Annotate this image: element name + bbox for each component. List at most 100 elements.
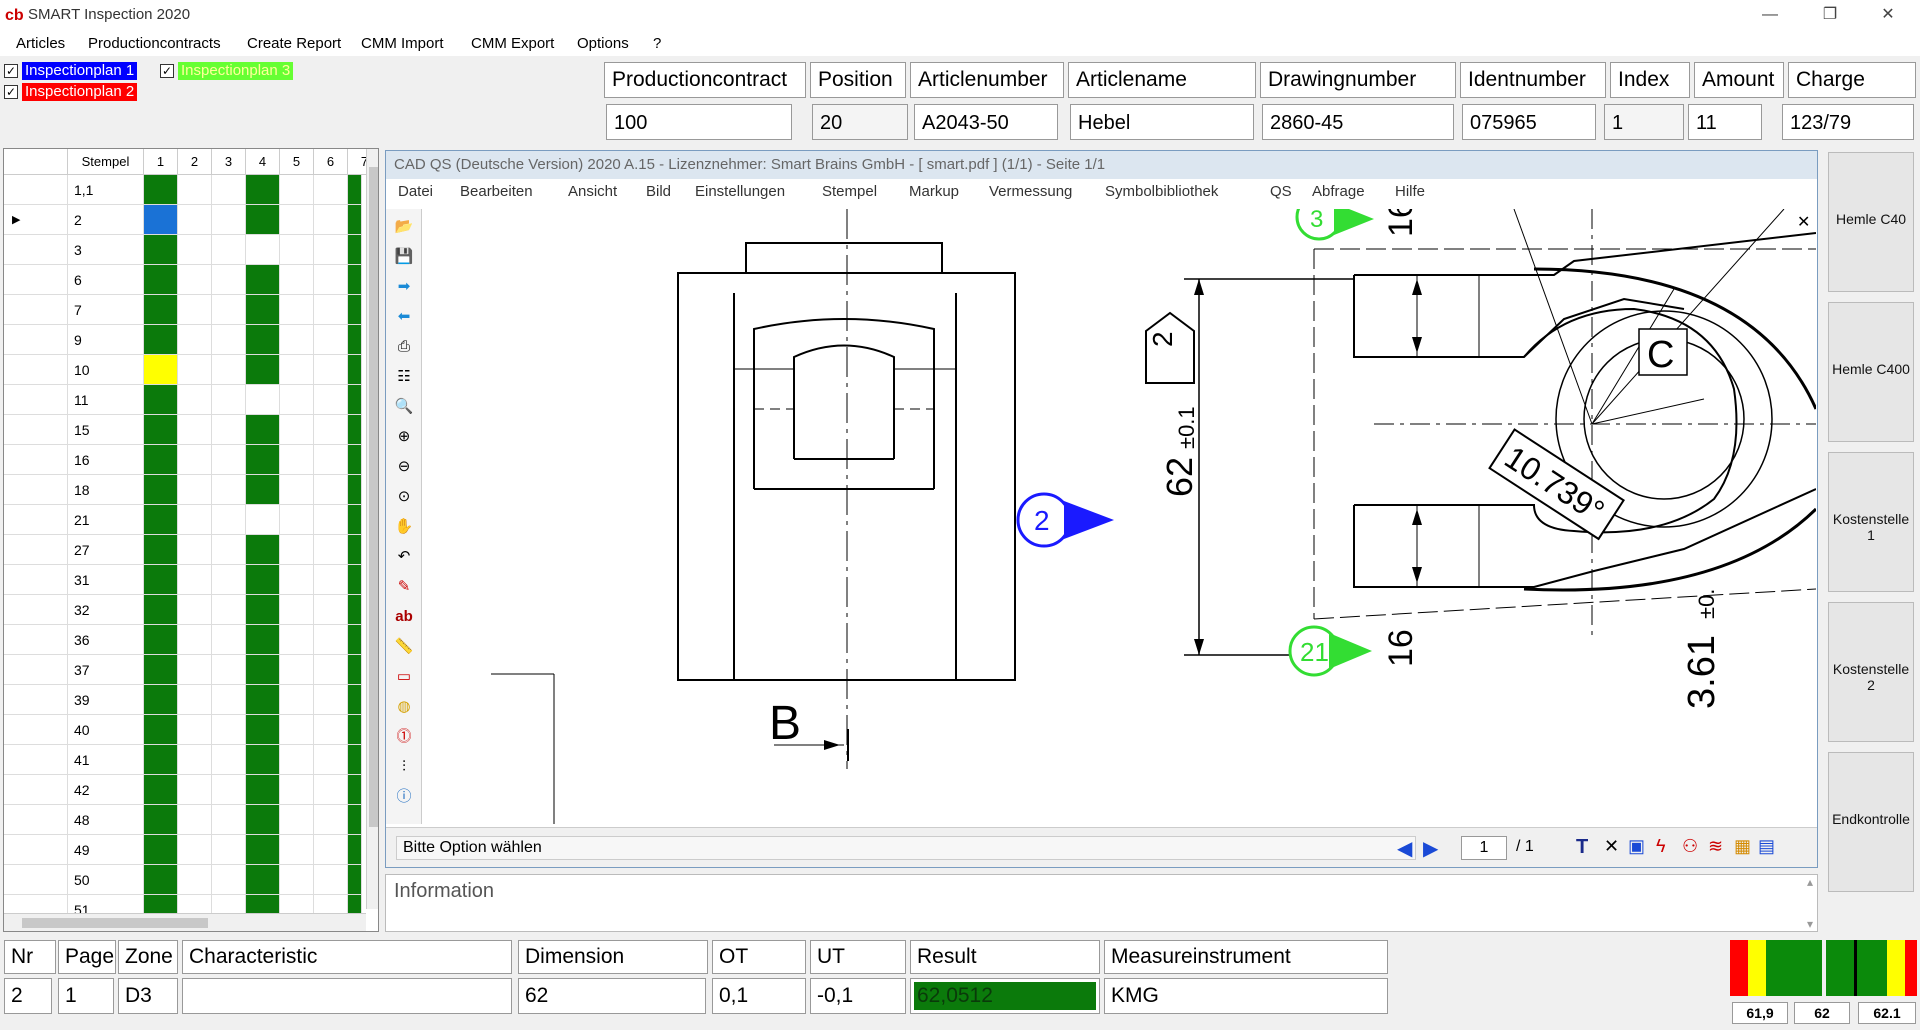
status-cell[interactable] bbox=[178, 715, 212, 745]
zone-field[interactable]: D3 bbox=[118, 978, 178, 1014]
undo-icon[interactable]: ↶ bbox=[397, 548, 411, 565]
status-cell[interactable] bbox=[348, 715, 362, 745]
status-cell[interactable] bbox=[212, 685, 246, 715]
status-cell[interactable] bbox=[348, 685, 362, 715]
status-cell[interactable] bbox=[246, 325, 280, 355]
status-cell[interactable] bbox=[178, 775, 212, 805]
status-cell[interactable] bbox=[144, 175, 178, 205]
status-cell[interactable] bbox=[178, 385, 212, 415]
plan-3[interactable]: ✓ Inspectionplan 3 bbox=[160, 62, 294, 80]
status-cell[interactable] bbox=[144, 505, 178, 535]
status-cell[interactable] bbox=[178, 205, 212, 235]
checkbox-icon[interactable]: ✓ bbox=[4, 64, 18, 78]
row-selector[interactable] bbox=[4, 535, 68, 565]
status-cell[interactable] bbox=[314, 385, 348, 415]
grid-header-3[interactable]: 3 bbox=[212, 149, 246, 175]
charge-field[interactable]: 123/79 bbox=[1782, 104, 1914, 140]
zoom-in-icon[interactable]: ⊕ bbox=[397, 428, 411, 445]
status-cell[interactable] bbox=[178, 475, 212, 505]
menu-options[interactable]: Options bbox=[577, 35, 629, 52]
status-cell[interactable] bbox=[212, 265, 246, 295]
status-cell[interactable] bbox=[280, 835, 314, 865]
status-cell[interactable] bbox=[178, 295, 212, 325]
row-selector[interactable] bbox=[4, 625, 68, 655]
minimize-button[interactable]: — bbox=[1762, 6, 1778, 23]
balloon-link-icon[interactable]: ⚇ bbox=[1682, 836, 1699, 856]
balloon-2[interactable]: 2 bbox=[1016, 492, 1114, 548]
status-cell[interactable] bbox=[280, 325, 314, 355]
checkbox-icon[interactable]: ✓ bbox=[4, 85, 18, 99]
measureinstrument-field[interactable]: KMG bbox=[1104, 978, 1388, 1014]
status-cell[interactable] bbox=[314, 625, 348, 655]
status-cell[interactable] bbox=[178, 235, 212, 265]
status-cell[interactable] bbox=[212, 415, 246, 445]
row-selector[interactable] bbox=[4, 295, 68, 325]
nr-field[interactable]: 2 bbox=[4, 978, 52, 1014]
status-cell[interactable] bbox=[314, 715, 348, 745]
row-selector[interactable] bbox=[4, 475, 68, 505]
status-cell[interactable] bbox=[144, 355, 178, 385]
information-panel[interactable]: Information ▴ ▾ bbox=[385, 874, 1818, 932]
status-cell[interactable] bbox=[280, 595, 314, 625]
status-cell[interactable] bbox=[178, 355, 212, 385]
zoom-icon[interactable]: 🔍 bbox=[394, 398, 414, 415]
status-cell[interactable] bbox=[348, 475, 362, 505]
grid-row[interactable]: 27 bbox=[4, 535, 364, 565]
characteristic-field[interactable] bbox=[182, 978, 512, 1014]
row-selector[interactable] bbox=[4, 805, 68, 835]
status-cell[interactable] bbox=[212, 715, 246, 745]
status-cell[interactable] bbox=[280, 625, 314, 655]
status-cell[interactable] bbox=[348, 235, 362, 265]
status-cell[interactable] bbox=[178, 685, 212, 715]
status-cell[interactable] bbox=[314, 235, 348, 265]
status-cell[interactable] bbox=[280, 355, 314, 385]
palette-icon[interactable]: ▦ bbox=[1734, 836, 1752, 856]
status-cell[interactable] bbox=[246, 415, 280, 445]
status-cell[interactable] bbox=[246, 625, 280, 655]
cad-menu-einstellungen[interactable]: Einstellungen bbox=[695, 183, 786, 200]
status-cell[interactable] bbox=[314, 535, 348, 565]
grid-row[interactable]: 40 bbox=[4, 715, 364, 745]
status-cell[interactable] bbox=[348, 355, 362, 385]
cad-menu-ansicht[interactable]: Ansicht bbox=[568, 183, 618, 200]
grid-header-1[interactable]: 1 bbox=[144, 149, 178, 175]
status-cell[interactable] bbox=[178, 445, 212, 475]
page-input[interactable]: 1 bbox=[1461, 836, 1507, 860]
status-cell[interactable] bbox=[144, 385, 178, 415]
status-cell[interactable] bbox=[144, 415, 178, 445]
menu-help[interactable]: ? bbox=[653, 35, 662, 52]
status-cell[interactable] bbox=[348, 565, 362, 595]
status-cell[interactable] bbox=[246, 715, 280, 745]
status-cell[interactable] bbox=[314, 355, 348, 385]
status-cell[interactable] bbox=[144, 565, 178, 595]
status-cell[interactable] bbox=[178, 565, 212, 595]
amount-field[interactable]: 11 bbox=[1688, 104, 1762, 140]
status-cell[interactable] bbox=[212, 775, 246, 805]
status-cell[interactable] bbox=[246, 205, 280, 235]
status-cell[interactable] bbox=[212, 475, 246, 505]
status-cell[interactable] bbox=[144, 775, 178, 805]
grid-row[interactable]: 7 bbox=[4, 295, 364, 325]
status-cell[interactable] bbox=[280, 175, 314, 205]
text-ab-icon[interactable]: ab bbox=[395, 608, 413, 625]
drawing-canvas[interactable]: B 2 2 62 ±0.1 bbox=[424, 209, 1816, 824]
status-cell[interactable] bbox=[348, 835, 362, 865]
articlenumber-field[interactable]: A2043-50 bbox=[914, 104, 1058, 140]
ut-field[interactable]: -0,1 bbox=[810, 978, 906, 1014]
status-cell[interactable] bbox=[246, 505, 280, 535]
grid-row[interactable]: 11 bbox=[4, 385, 364, 415]
text-tool-icon[interactable]: T bbox=[1576, 836, 1589, 858]
menu-create-report[interactable]: Create Report bbox=[247, 35, 342, 52]
status-cell[interactable] bbox=[246, 445, 280, 475]
status-cell[interactable] bbox=[314, 325, 348, 355]
status-cell[interactable] bbox=[348, 385, 362, 415]
menu-cmm-import[interactable]: CMM Import bbox=[361, 35, 444, 52]
menu-articles[interactable]: Articles bbox=[16, 35, 66, 52]
row-selector[interactable] bbox=[4, 685, 68, 715]
delete-icon[interactable]: ✕ bbox=[1604, 836, 1620, 856]
result-field[interactable]: 62,0512 bbox=[910, 978, 1100, 1014]
grid-row[interactable]: ▶2 bbox=[4, 205, 364, 235]
status-cell[interactable] bbox=[178, 655, 212, 685]
measure-icon[interactable]: 📏 bbox=[394, 638, 414, 655]
hand-icon[interactable]: ✋ bbox=[394, 518, 414, 535]
